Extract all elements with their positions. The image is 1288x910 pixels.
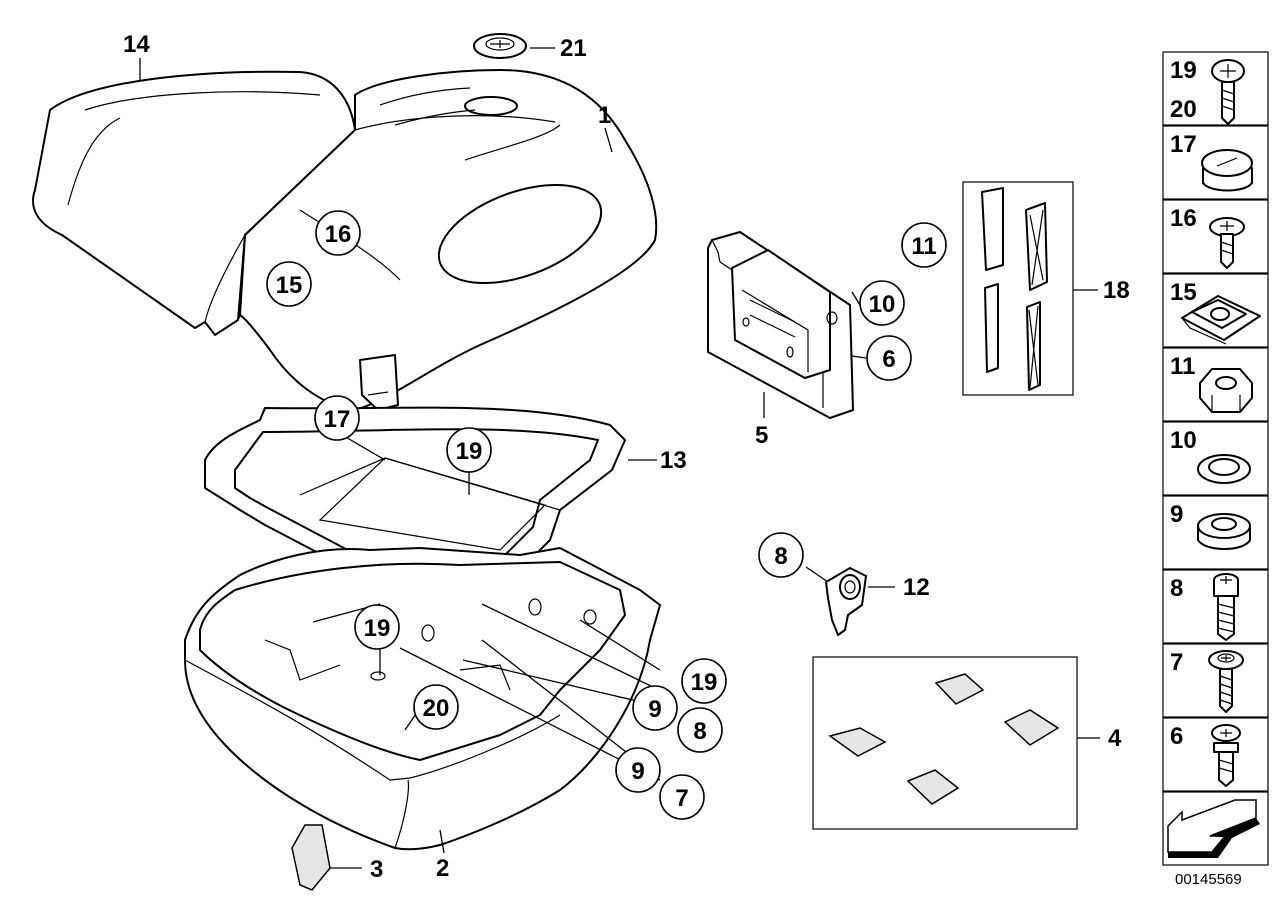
- legend-cell-15: 15: [1162, 273, 1269, 348]
- top-cap: [473, 33, 527, 59]
- backrest-pad: [32, 70, 356, 336]
- legend-cell-11: 11: [1162, 347, 1269, 422]
- lock-clip: [825, 567, 867, 636]
- svg-text:19: 19: [691, 669, 718, 696]
- callout-13: 13: [660, 447, 687, 474]
- callout-3: 3: [370, 856, 383, 883]
- rubber-pads-kit: [812, 656, 1078, 830]
- svg-text:8: 8: [774, 543, 787, 570]
- svg-text:8: 8: [693, 718, 706, 745]
- svg-text:11: 11: [911, 233, 936, 260]
- svg-text:11: 11: [1170, 353, 1195, 380]
- svg-text:10: 10: [869, 291, 896, 318]
- circled-callout-17: 17: [314, 395, 360, 441]
- circled-callout-19-right: 19: [681, 658, 727, 704]
- mounting-bracket: [707, 231, 854, 419]
- machine-screw-icon: [1213, 573, 1239, 641]
- callout-5: 5: [755, 422, 768, 449]
- legend-cell-19-20: 19 20: [1162, 51, 1269, 126]
- circled-callout-15: 15: [266, 261, 312, 307]
- callout-14: 14: [123, 31, 150, 58]
- svg-text:16: 16: [1170, 205, 1197, 232]
- callout-18: 18: [1103, 277, 1130, 304]
- callout-4: 4: [1108, 725, 1122, 752]
- adhesive-strips-kit: [962, 181, 1074, 396]
- svg-text:16: 16: [325, 221, 352, 248]
- hardware-legend: 19 20 17 16: [1162, 51, 1269, 866]
- circled-callout-10: 10: [859, 280, 905, 326]
- leader-lines: [139, 47, 1100, 869]
- circled-callout-11: 11: [901, 222, 947, 268]
- legend-cell-16: 16: [1162, 199, 1269, 274]
- direction-arrow-icon: [1167, 799, 1260, 858]
- circled-callout-19-left: 19: [354, 604, 400, 650]
- pan-head-screw-icon: [1211, 59, 1245, 125]
- svg-text:6: 6: [1170, 723, 1183, 750]
- circled-callout-6: 6: [866, 335, 912, 381]
- callout-1: 1: [598, 102, 611, 129]
- short-screw-icon: [1209, 217, 1245, 269]
- legend-cell-7: 7: [1162, 643, 1269, 718]
- legend-cell-8: 8: [1162, 569, 1269, 644]
- svg-text:17: 17: [324, 406, 351, 433]
- flange-screw-icon: [1208, 650, 1244, 713]
- plug-cap-icon: [1201, 149, 1253, 192]
- small-pad: [291, 824, 331, 891]
- callout-2: 2: [436, 855, 449, 882]
- legend-cell-9: 9: [1162, 495, 1269, 570]
- svg-text:7: 7: [1170, 649, 1183, 676]
- legend-cell-17: 17: [1162, 125, 1269, 200]
- hex-nut-icon: [1199, 368, 1253, 413]
- svg-text:10: 10: [1170, 427, 1197, 454]
- svg-text:8: 8: [1170, 575, 1183, 602]
- rubber-grommet-icon: [1197, 513, 1251, 550]
- svg-text:19: 19: [364, 615, 391, 642]
- legend-cell-6: 6: [1162, 717, 1269, 792]
- washer-icon: [1197, 454, 1251, 484]
- circled-callout-8-lower: 8: [677, 707, 723, 753]
- svg-text:20: 20: [423, 695, 450, 722]
- legend-cell-arrow: [1162, 791, 1269, 866]
- circled-callout-16: 16: [315, 210, 361, 256]
- circled-callout-7: 7: [659, 774, 705, 820]
- circled-callout-8-clip: 8: [758, 532, 804, 578]
- callout-21: 21: [560, 35, 587, 62]
- circled-callout-19-top: 19: [446, 427, 492, 473]
- svg-text:15: 15: [1170, 279, 1197, 306]
- collar-screw-icon: [1211, 724, 1241, 787]
- svg-text:20: 20: [1170, 96, 1197, 123]
- legend-cell-10: 10: [1162, 421, 1269, 496]
- svg-text:19: 19: [1170, 57, 1197, 84]
- svg-text:15: 15: [276, 272, 303, 299]
- callout-12: 12: [903, 574, 930, 601]
- circled-callout-9-lower: 9: [615, 747, 661, 793]
- spring-nut-clip-icon: [1181, 295, 1261, 345]
- svg-text:6: 6: [882, 346, 895, 373]
- topcase-lid: [239, 69, 658, 411]
- svg-text:7: 7: [675, 785, 688, 812]
- svg-text:9: 9: [631, 758, 644, 785]
- svg-text:9: 9: [1170, 501, 1183, 528]
- svg-text:17: 17: [1170, 131, 1197, 158]
- svg-text:19: 19: [456, 438, 483, 465]
- circled-callout-9-upper: 9: [632, 685, 678, 731]
- topcase-base: [184, 547, 661, 851]
- circled-callout-20: 20: [413, 684, 459, 730]
- catalog-number: 00145569: [1175, 871, 1242, 888]
- svg-text:9: 9: [648, 696, 661, 723]
